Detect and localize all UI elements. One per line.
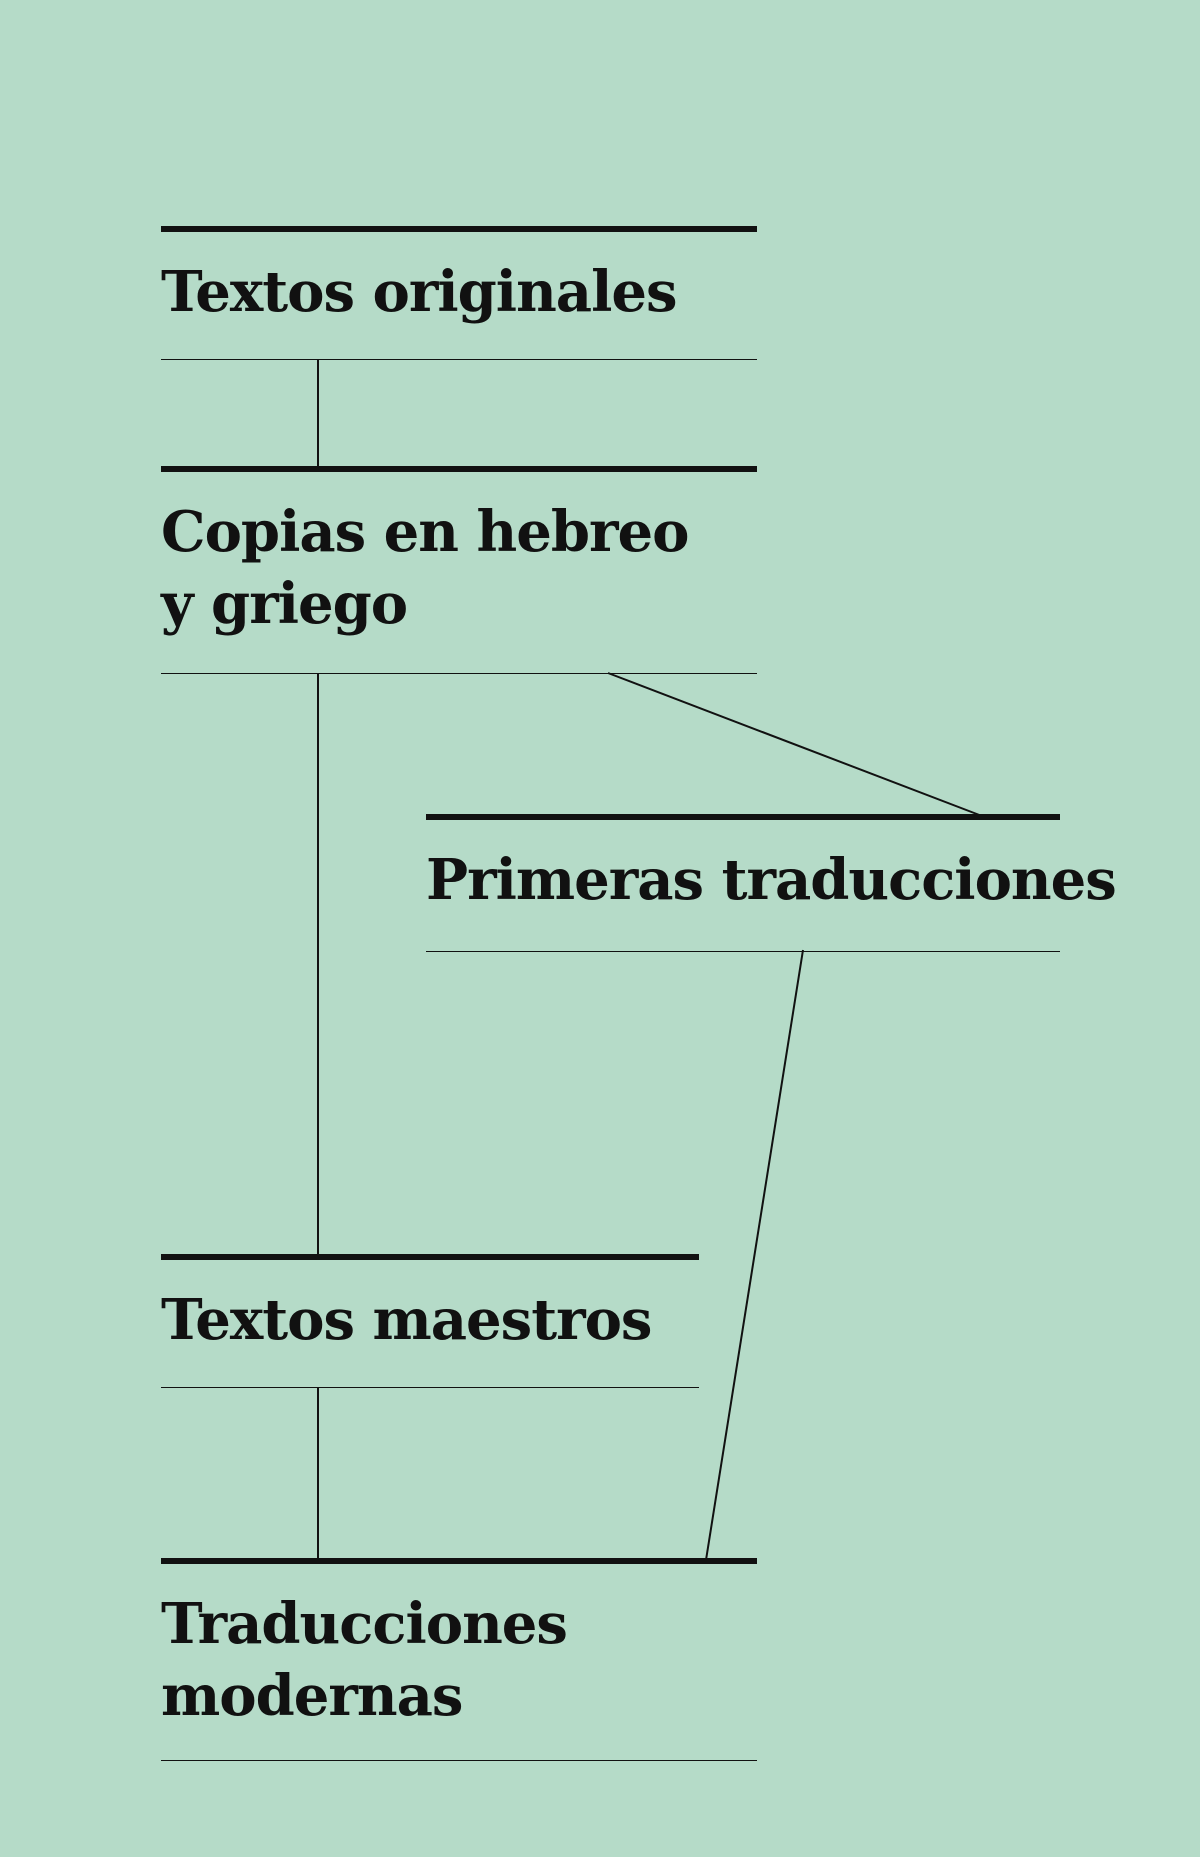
edge-copias-primeras <box>607 672 983 817</box>
node-label-line: y griego <box>161 571 408 637</box>
node-textos-originales: Textos originales <box>161 226 757 360</box>
node-label-line: Traducciones <box>161 1591 568 1657</box>
node-label-line: Primeras traducciones <box>426 847 1117 913</box>
node-label: Textos maestros <box>161 1284 652 1356</box>
node-label: Textos originales <box>161 256 677 328</box>
node-label: Primeras traducciones <box>426 844 1117 916</box>
node-label-line: Textos maestros <box>161 1287 652 1353</box>
node-label-line: Textos originales <box>161 259 677 325</box>
node-copias-hebreo-griego: Copias en hebreo y griego <box>161 466 757 674</box>
node-textos-maestros: Textos maestros <box>161 1254 699 1388</box>
edge-primeras-modernas <box>705 949 804 1561</box>
node-label: Copias en hebreo y griego <box>161 496 689 640</box>
node-label-line: modernas <box>161 1663 463 1729</box>
node-primeras-traducciones: Primeras traducciones <box>426 814 1117 952</box>
node-label: Traducciones modernas <box>161 1588 568 1732</box>
node-label-line: Copias en hebreo <box>161 499 689 565</box>
node-traducciones-modernas: Traducciones modernas <box>161 1558 757 1761</box>
